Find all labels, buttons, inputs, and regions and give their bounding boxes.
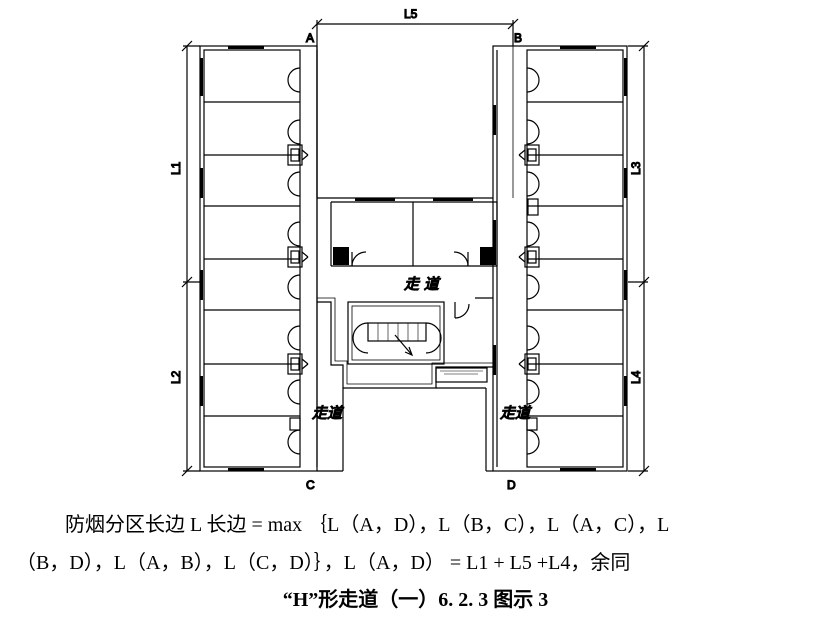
dimension-l2-label: L2 — [169, 370, 183, 384]
point-b-label: B — [514, 31, 522, 45]
center-block — [317, 197, 498, 389]
dimension-l5 — [311, 18, 519, 46]
dimension-l1-label: L1 — [169, 161, 183, 175]
point-d-label: D — [507, 478, 516, 492]
figure-title: “H”形走道（一）6. 2. 3 图示 3 — [282, 589, 549, 611]
h-corridor-floor-plan: A B C D L5 L1 L2 L3 L4 走 道 走道 走道 — [168, 6, 650, 493]
left-wing — [199, 45, 318, 472]
dimension-l3-l4 — [628, 40, 650, 477]
point-a-label: A — [306, 31, 314, 45]
corridor-label-center: 走 道 — [404, 275, 441, 293]
dimension-l1-l2 — [181, 40, 200, 477]
caption-formula-line2: （B，D），L（A，B），L（C，D）｝，L（A，D） = L1 + L5 +L… — [16, 552, 631, 574]
corridor-label-left: 走道 — [312, 404, 344, 422]
right-wing — [492, 45, 628, 472]
dimension-l4-label: L4 — [629, 370, 643, 384]
point-c-label: C — [306, 478, 315, 492]
outer-frame — [316, 46, 514, 472]
dimension-l5-label: L5 — [404, 7, 418, 21]
corridor-label-right: 走道 — [500, 404, 532, 422]
caption-formula-line1: 防烟分区长边 L 长边 = max ｛L（A，D），L（B，C），L（A，C），… — [65, 514, 670, 536]
dimension-l3-label: L3 — [629, 161, 643, 175]
